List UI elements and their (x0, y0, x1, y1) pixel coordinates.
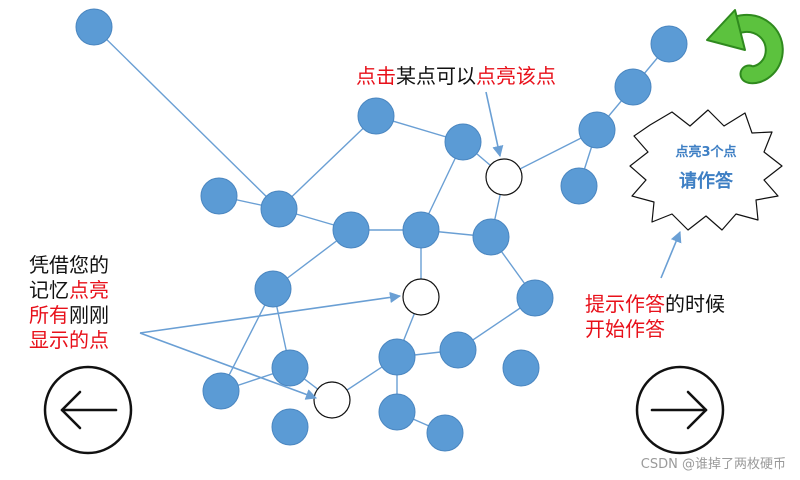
arrow-right-icon (650, 390, 708, 430)
watermark: CSDN @谁掉了两枚硬币 (640, 457, 786, 472)
click-instruction: 点击某点可以点亮该点 (356, 64, 556, 89)
graph-node[interactable] (560, 167, 598, 205)
click-instruction-suffix: 点亮该点 (476, 64, 556, 88)
graph-node[interactable] (271, 408, 309, 446)
graph-nodes (75, 8, 688, 452)
graph-node[interactable] (378, 338, 416, 376)
hollow-node[interactable] (313, 381, 351, 419)
memory-line-1: 凭借您的 (29, 253, 109, 277)
graph-node[interactable] (357, 97, 395, 135)
graph-edge (278, 115, 377, 210)
graph-node[interactable] (502, 349, 540, 387)
graph-node[interactable] (472, 218, 510, 256)
hollow-node[interactable] (402, 278, 440, 316)
prev-button[interactable] (43, 365, 133, 455)
graph-node[interactable] (516, 279, 554, 317)
graph-node[interactable] (378, 393, 416, 431)
pointer-arrow (660, 230, 682, 279)
prompt-instruction: 提示作答的时候 开始作答 (585, 292, 725, 342)
pointer-arrow (485, 91, 504, 158)
graph-node[interactable] (260, 190, 298, 228)
graph-node[interactable] (202, 372, 240, 410)
click-instruction-middle: 某点可以 (396, 64, 476, 88)
memory-line-4: 显示的点 (29, 328, 109, 352)
prompt-line-1: 提示作答的时候 (585, 292, 725, 316)
graph-node[interactable] (75, 8, 113, 46)
prompt-line-2: 开始作答 (585, 317, 665, 341)
undo-arrow-icon[interactable] (706, 9, 784, 85)
arrow-left-icon (60, 390, 118, 430)
graph-node[interactable] (444, 123, 482, 161)
graph-node[interactable] (200, 177, 238, 215)
pointer-arrow (139, 291, 402, 334)
starburst-shape (629, 109, 783, 231)
graph-node[interactable] (614, 68, 652, 106)
graph-node[interactable] (271, 349, 309, 387)
next-button[interactable] (635, 365, 725, 455)
graph-edge (93, 26, 280, 210)
graph-node[interactable] (426, 414, 464, 452)
graph-node[interactable] (650, 25, 688, 63)
hollow-nodes (313, 158, 523, 419)
graph-node[interactable] (402, 211, 440, 249)
click-instruction-prefix: 点击 (356, 64, 396, 88)
badge-line-1: 点亮3个点 (675, 145, 737, 160)
prompt-badge (629, 109, 783, 231)
memory-instruction: 凭借您的 记忆点亮 所有刚刚 显示的点 (29, 253, 109, 353)
hollow-node[interactable] (485, 158, 523, 196)
annotation-arrows (139, 91, 682, 400)
memory-line-3: 所有刚刚 (29, 303, 109, 327)
graph-node[interactable] (578, 111, 616, 149)
pointer-arrow (139, 332, 318, 400)
graph-node[interactable] (439, 331, 477, 369)
badge-line-2: 请作答 (679, 171, 733, 192)
memory-line-2: 记忆点亮 (29, 278, 109, 302)
graph-node[interactable] (254, 270, 292, 308)
graph-node[interactable] (332, 211, 370, 249)
graph-edge (220, 288, 274, 392)
